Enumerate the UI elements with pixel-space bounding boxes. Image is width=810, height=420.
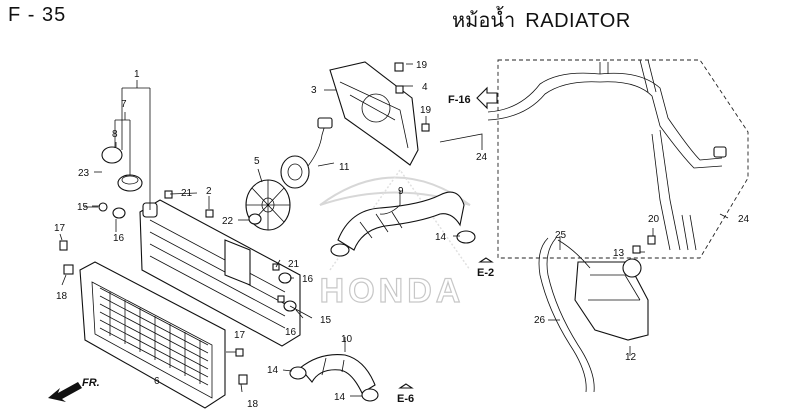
callout-16-left: 16 bbox=[113, 233, 125, 244]
callout-16-mid: 16 bbox=[302, 274, 314, 285]
callout-7: 7 bbox=[121, 99, 127, 110]
callout-14-upper: 14 bbox=[435, 232, 447, 243]
front-arrow-icon bbox=[48, 382, 82, 402]
callout-21-upper: 21 bbox=[181, 188, 193, 199]
callout-17-right: 17 bbox=[234, 330, 246, 341]
watermark-text: HONDA bbox=[320, 272, 465, 310]
ref-arrow-left-icon bbox=[476, 86, 498, 110]
callout-15-left: 15 bbox=[77, 202, 89, 213]
diagram-title: หม้อน้ำ RADIATOR bbox=[452, 4, 631, 36]
callout-8: 8 bbox=[112, 129, 118, 140]
callout-6: 6 bbox=[154, 376, 160, 387]
overflow-hose-box bbox=[487, 59, 749, 259]
radiator-core bbox=[139, 199, 301, 347]
fan-shroud bbox=[329, 61, 419, 166]
callout-3: 3 bbox=[311, 85, 317, 96]
ref-arrow-up-icon bbox=[478, 257, 494, 263]
callout-11: 11 bbox=[339, 162, 350, 173]
callout-13: 13 bbox=[613, 248, 625, 259]
callout-19-top: 19 bbox=[416, 60, 428, 71]
callout-2: 2 bbox=[206, 186, 212, 197]
callout-26: 26 bbox=[534, 315, 546, 326]
callout-numbers: 1 2 3 4 5 6 7 8 9 10 11 12 13 14 14 14 1… bbox=[54, 60, 750, 410]
callout-10: 10 bbox=[341, 334, 353, 345]
front-direction-marker: FR. bbox=[48, 377, 100, 402]
callout-24-left: 24 bbox=[476, 152, 488, 163]
callout-17-left: 17 bbox=[54, 223, 66, 234]
callout-9: 9 bbox=[398, 186, 404, 197]
ref-f16: F-16 bbox=[448, 94, 471, 106]
cross-references: F-16 E-2 E-6 bbox=[397, 86, 498, 405]
ref-arrow-up-icon bbox=[398, 383, 414, 389]
hardware bbox=[59, 62, 656, 402]
callout-18-bottom: 18 bbox=[247, 399, 259, 410]
overflow-tube bbox=[538, 237, 595, 393]
ref-e6: E-6 bbox=[397, 393, 414, 405]
callout-14-bottom: 14 bbox=[334, 392, 346, 403]
callout-23: 23 bbox=[78, 168, 90, 179]
title-english: RADIATOR bbox=[525, 10, 631, 32]
callout-20: 20 bbox=[648, 214, 660, 225]
callout-1: 1 bbox=[134, 69, 140, 80]
title-thai: หม้อน้ำ bbox=[452, 10, 516, 32]
callout-12: 12 bbox=[625, 352, 637, 363]
upper-hose bbox=[337, 191, 465, 251]
callout-24-right: 24 bbox=[738, 214, 750, 225]
leader-lines bbox=[59, 63, 729, 397]
callout-16-low: 16 bbox=[285, 327, 297, 338]
radiator-grille bbox=[79, 261, 226, 409]
callout-4: 4 bbox=[422, 82, 428, 93]
callout-25: 25 bbox=[555, 230, 567, 241]
page-code: F - 35 bbox=[8, 4, 67, 26]
callout-22: 22 bbox=[222, 216, 234, 227]
callout-21-lower: 21 bbox=[288, 259, 300, 270]
callout-14-lower: 14 bbox=[267, 365, 279, 376]
radiator-cap bbox=[101, 146, 143, 192]
fan-motor bbox=[280, 117, 333, 189]
front-label: FR. bbox=[82, 377, 100, 389]
callout-5: 5 bbox=[254, 156, 260, 167]
callout-15-right: 15 bbox=[320, 315, 332, 326]
reserve-tank bbox=[574, 258, 649, 341]
callout-18-left: 18 bbox=[56, 291, 68, 302]
ref-e2: E-2 bbox=[477, 267, 494, 279]
callout-19-mid: 19 bbox=[420, 105, 432, 116]
lower-hose bbox=[299, 353, 376, 394]
